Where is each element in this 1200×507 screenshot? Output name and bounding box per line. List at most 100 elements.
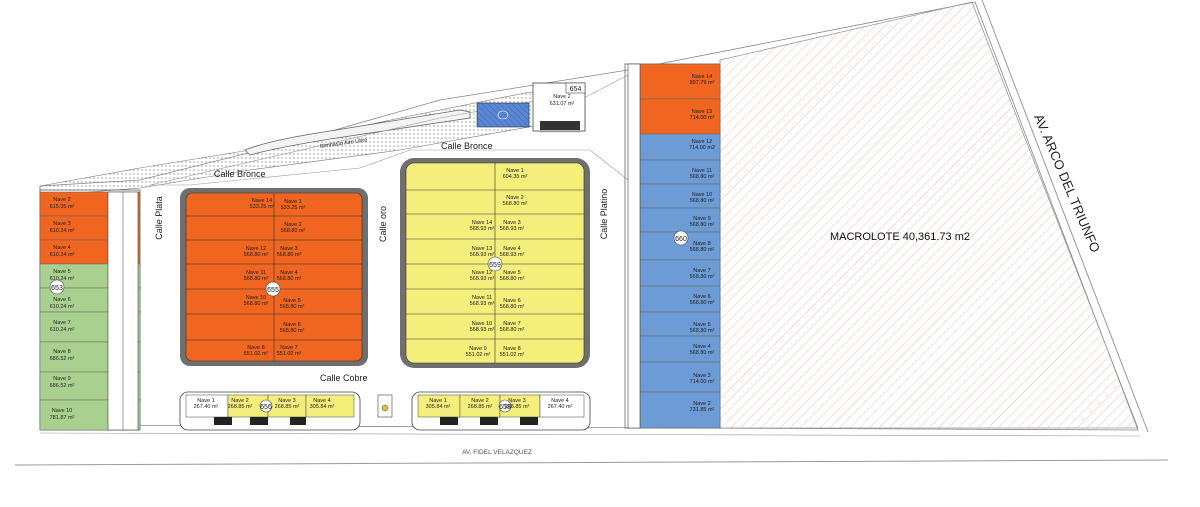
- lot-name: Nave 3: [503, 220, 520, 226]
- lot-area: 714.00 m²: [690, 115, 715, 121]
- lot-name: Nave 10: [692, 192, 713, 198]
- booth-marker: [381, 404, 389, 412]
- lot-area: 568.80 m²: [690, 222, 715, 228]
- lot-name: Nave 2: [284, 222, 301, 228]
- lot-area: 568.80 m²: [500, 304, 525, 310]
- lot-name: Nave 7: [693, 268, 710, 274]
- lot-area: 610.24 m²: [50, 276, 75, 282]
- lot-area: 568.80 m²: [244, 301, 269, 307]
- lot-name: Nave 4: [551, 398, 568, 404]
- lot-name: Nave 14: [252, 198, 273, 204]
- block-655: [180, 188, 368, 366]
- lot-name: Nave 1: [284, 199, 301, 205]
- lot-name: Nave 3: [693, 373, 710, 379]
- block-659: [400, 158, 590, 368]
- lot-area: 551.02 m²: [500, 352, 525, 358]
- lot-area: 568.80 m²: [690, 174, 715, 180]
- lot-name: Nave 10: [52, 408, 73, 414]
- block-653: [39, 189, 141, 431]
- lot-name: Nave 14: [472, 220, 493, 226]
- block-653-badge: 653: [51, 285, 63, 292]
- lot-area: 568.80 m²: [690, 198, 715, 204]
- lot-name: Nave 2: [506, 195, 523, 201]
- street-label-oro: Calle oro: [378, 206, 388, 242]
- block-659-badge: 659: [489, 262, 501, 269]
- lot-name: Nave 4: [280, 270, 297, 276]
- lot-name: Nave 5: [693, 322, 710, 328]
- lot-area: 268.85 m²: [505, 404, 530, 410]
- lot-name: Nave 5: [503, 270, 520, 276]
- lot-area: 551.02 m²: [466, 352, 491, 358]
- lot-area: 568.93 m²: [470, 276, 495, 282]
- lot-name: Nave 6: [503, 298, 520, 304]
- lot-area: 268.85 m²: [468, 404, 493, 410]
- lot-area: 305.84 m²: [426, 404, 451, 410]
- lot-name: Nave 7: [53, 320, 70, 326]
- lot-name: Nave 5: [53, 269, 70, 275]
- lot-name: Nave 11: [472, 295, 492, 301]
- lot-area: 610.24 m²: [50, 304, 75, 310]
- lot-area: 610.24 m²: [50, 327, 75, 333]
- lot-name: Nave 3: [280, 246, 297, 252]
- lot-name: Nave 11: [246, 270, 266, 276]
- lot-area: 714.00 m2: [689, 145, 715, 151]
- street-label-bronce-left: Calle Bronce: [214, 169, 266, 179]
- block-658-badge: 658: [499, 404, 511, 411]
- lot-area: 568.80 m²: [244, 252, 269, 258]
- road-line: [14, 459, 1169, 466]
- street-label-plata: Calle Plata: [154, 196, 164, 240]
- lot-name: Nave 10: [246, 295, 267, 301]
- street-label-platino: Calle Platino: [599, 189, 609, 240]
- lot-area: 568.80 m²: [244, 276, 269, 282]
- lot-area: 568.80 m²: [281, 228, 306, 234]
- lot-area: 533.25 m²: [281, 205, 306, 211]
- court-center: [497, 110, 509, 120]
- arco-road-edge: [981, 0, 1149, 433]
- lot-area: 267.40 m²: [548, 404, 573, 410]
- lot-area: 568.80 m²: [690, 300, 715, 306]
- street-label-cobre: Calle Cobre: [320, 373, 368, 383]
- lot-name: Nave 12: [692, 139, 713, 145]
- street-label-fidel: AV. FIDEL VELAZQUEZ: [462, 449, 532, 456]
- block-656-badge: 656: [260, 404, 272, 411]
- block-655-lots: Nave 14 533.25 m² Nave 1 533.25 m² Nave …: [244, 198, 306, 357]
- block-658: [411, 391, 591, 431]
- lot-area: 568.80 m²: [503, 201, 528, 207]
- block-659-lots: Nave 1 604.35 m² Nave 2 568.80 m² Nave 1…: [466, 168, 528, 358]
- street-label-bronce-right: Calle Bronce: [441, 141, 493, 151]
- lot-name: Nave 9: [693, 216, 710, 222]
- block-660-badge: 660: [675, 236, 687, 243]
- lot-area: 714.00 m²: [690, 379, 715, 385]
- lot-name: Nave 1: [197, 398, 214, 404]
- lot-area: 268.85 m²: [275, 404, 300, 410]
- lot-area: 610.24 m²: [50, 252, 75, 258]
- lot-name: Nave 1: [429, 398, 446, 404]
- lot-area: 551.02 m²: [244, 351, 269, 357]
- lot-name: Nave 8: [693, 241, 710, 247]
- lot-area: 568.80 m²: [690, 247, 715, 253]
- lot-area: 568.93 m²: [500, 252, 525, 258]
- lot-name: Nave 4: [503, 246, 520, 252]
- lot-name: Nave 2: [471, 398, 488, 404]
- lot-area: 568.80 m²: [690, 350, 715, 356]
- block-658-lots: Nave 1 305.84 m² Nave 2 268.85 m² Nave 3…: [426, 398, 573, 410]
- lot-area: 568.80 m²: [277, 276, 302, 282]
- lot-area: 305.84 m²: [310, 404, 335, 410]
- lot-name: Nave 6: [53, 297, 70, 303]
- road-line: [39, 432, 1141, 437]
- lot-area: 568.80 m²: [500, 327, 525, 333]
- lot-name: Nave 1: [506, 168, 523, 174]
- lot-area: 568.80 m²: [500, 276, 525, 282]
- lot-name: Nave 4: [693, 344, 710, 350]
- lot-area: 731.85 m²: [690, 407, 715, 413]
- lot-area: 267.40 m²: [194, 404, 219, 410]
- sports-court: [476, 102, 530, 128]
- lot-name: Nave 5: [283, 298, 300, 304]
- lot-area: 568.93 m²: [470, 327, 495, 333]
- block-654-badge: 654: [570, 86, 582, 93]
- lot-name: Nave 7: [280, 345, 297, 351]
- lot-area: 568.93 m²: [470, 226, 495, 232]
- lot-area: 268.85 m²: [228, 404, 253, 410]
- block-660-lots: Nave 14 897.79 m² Nave 13 714.00 m² Nave…: [689, 74, 715, 413]
